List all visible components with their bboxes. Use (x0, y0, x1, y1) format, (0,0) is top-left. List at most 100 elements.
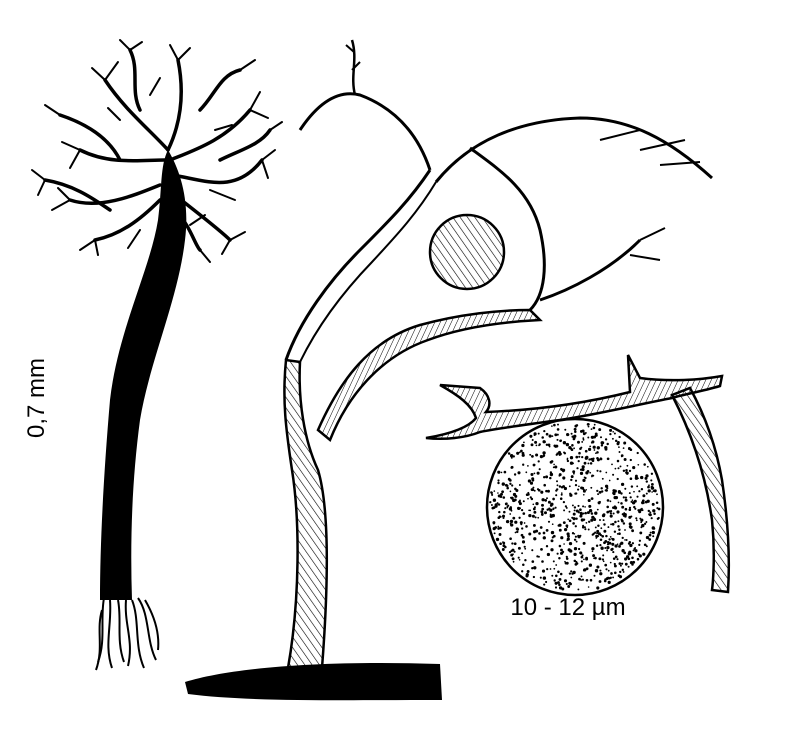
stipple-dot (585, 471, 589, 475)
center-arm (316, 308, 543, 443)
stipple-dot (570, 576, 573, 579)
stipple-dot (577, 511, 580, 514)
stipple-dot (645, 545, 648, 548)
stipple-dot (543, 511, 548, 515)
tree-size-label: 0,7 mm (23, 358, 50, 438)
stipple-dot (622, 496, 625, 499)
stipple-dot (517, 546, 521, 550)
stipple-dot (499, 526, 502, 530)
stipple-dot (595, 537, 598, 539)
stipple-dot (548, 507, 551, 510)
stipple-dot (637, 477, 639, 480)
stipple-dot (584, 506, 586, 508)
stipple-dot (605, 568, 608, 571)
stipple-dot (520, 449, 523, 453)
stipple-dot (643, 543, 647, 547)
stipple-dot (558, 544, 562, 548)
stipple-dot (553, 579, 556, 582)
stipple-dot (542, 451, 546, 455)
stipple-dot (594, 526, 597, 529)
stipple-dot (609, 500, 612, 503)
stipple-dot (628, 506, 632, 509)
stipple-dot (566, 433, 570, 437)
stipple-dot (592, 554, 596, 558)
stipple-dot (594, 556, 597, 560)
stipple-dot (588, 509, 593, 513)
stipple-dot (602, 519, 605, 522)
stipple-dot (581, 440, 584, 443)
stipple-dot (498, 510, 501, 514)
stipple-dot (628, 508, 632, 511)
stipple-dot (609, 561, 612, 564)
stipple-dot (590, 428, 593, 430)
stipple-dot (570, 570, 573, 573)
stipple-dot (600, 487, 603, 490)
stipple-dot (520, 508, 524, 512)
spore-size-label: 10 - 12 µm (510, 594, 625, 621)
stipple-dot (608, 577, 611, 580)
stipple-dot (558, 485, 562, 488)
stipple-dot (583, 568, 587, 572)
stipple-dot (497, 525, 500, 528)
stipple-dot (592, 426, 596, 430)
stipple-dot (517, 556, 520, 559)
stipple-dot (628, 492, 631, 495)
stipple-dot (645, 480, 648, 483)
stipple-dot (504, 507, 507, 510)
stipple-dot (574, 535, 577, 538)
stipple-dot (497, 481, 500, 485)
stipple-dot (636, 485, 639, 488)
stipple-dot (635, 519, 638, 522)
stipple-dot (593, 449, 596, 451)
stipple-dot (541, 507, 545, 511)
stipple-dot (504, 483, 508, 487)
stipple-dot (597, 493, 600, 496)
stipple-dot (581, 429, 585, 433)
stipple-dot (522, 512, 526, 515)
stipple-dot (621, 568, 625, 572)
stipple-dot (573, 547, 578, 551)
stipple-dot (584, 511, 587, 515)
stipple-dot (584, 476, 587, 480)
stipple-dot (587, 586, 590, 588)
stipple-dot (601, 490, 604, 493)
stipple-dot (612, 430, 615, 433)
stipple-dot (502, 544, 506, 548)
stipple-dot (559, 497, 563, 500)
stipple-dot (521, 570, 524, 573)
stipple-dot (537, 516, 540, 519)
stipple-dot (556, 552, 559, 555)
stipple-dot (581, 578, 584, 581)
stipple-dot (566, 539, 569, 542)
stipple-dot (650, 472, 654, 475)
stipple-dot (509, 496, 512, 499)
stipple-dot (620, 541, 624, 545)
stipple-dot (573, 434, 577, 438)
stipple-dot (509, 519, 514, 524)
stipple-dot (601, 558, 605, 561)
stipple-dot (559, 572, 563, 576)
stipple-dot (502, 541, 504, 543)
stipple-dot (516, 451, 520, 455)
stipple-dot (578, 451, 581, 455)
stipple-dot (624, 529, 626, 531)
stipple-dot (596, 489, 599, 493)
stipple-dot (632, 549, 635, 552)
stipple-dot (587, 436, 590, 439)
stipple-dot (612, 512, 615, 515)
stipple-dot (582, 505, 585, 508)
stipple-dot (575, 517, 578, 520)
stipple-dot (632, 466, 636, 470)
stipple-dot (582, 488, 585, 491)
stipple-dot (648, 538, 652, 541)
stipple-dot (617, 525, 620, 528)
stipple-dot (564, 505, 568, 508)
stipple-dot (531, 549, 534, 552)
stipple-dot (538, 443, 541, 446)
stipple-dot (634, 549, 638, 553)
stipple-dot (543, 583, 546, 586)
stipple-dot (606, 487, 609, 490)
stipple-dot (606, 457, 610, 461)
stipple-dot (561, 550, 565, 554)
stipple-dot (610, 548, 614, 551)
